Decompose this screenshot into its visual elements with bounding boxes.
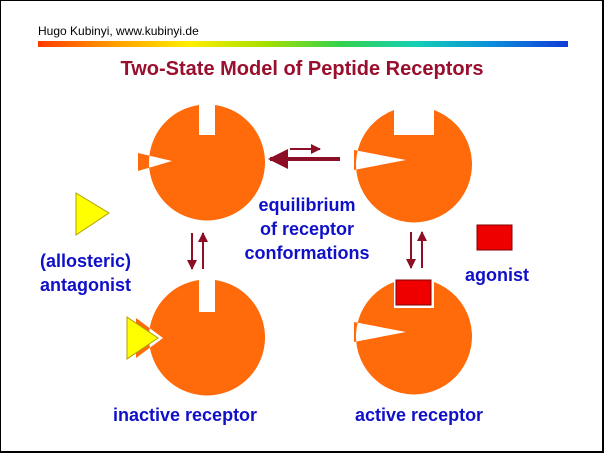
active-receptor-bound <box>354 282 472 395</box>
antagonist-label: (allosteric) antagonist <box>40 249 131 297</box>
equilibrium-label-line1: equilibrium <box>258 195 356 215</box>
agonist-label: agonist <box>465 265 530 285</box>
agonist-square-bound <box>395 279 432 306</box>
antagonist-triangle-bound <box>126 316 159 360</box>
equilibrium-label-line3: conformations <box>244 243 370 263</box>
antagonist-label-line2: antagonist <box>40 275 132 295</box>
antagonist-label-line1: (allosteric) <box>40 251 132 271</box>
inactive-receptor-label: inactive receptor <box>113 405 258 425</box>
slide-title: Two-State Model of Peptide Receptors <box>120 58 484 80</box>
equilibrium-label-line2: of receptor <box>259 219 355 239</box>
inactive-receptor-bound <box>136 280 265 396</box>
rainbow-divider <box>38 41 568 47</box>
author-credit: Hugo Kubinyi, www.kubinyi.de <box>38 24 199 38</box>
active-receptor-label: active receptor <box>355 405 484 425</box>
agonist-square-free <box>476 224 513 251</box>
inactive-receptor-top <box>138 105 265 221</box>
antagonist-triangle-free <box>75 192 110 236</box>
active-receptor-top <box>354 110 472 223</box>
equilibrium-label: equilibrium of receptor conformations <box>244 193 370 265</box>
